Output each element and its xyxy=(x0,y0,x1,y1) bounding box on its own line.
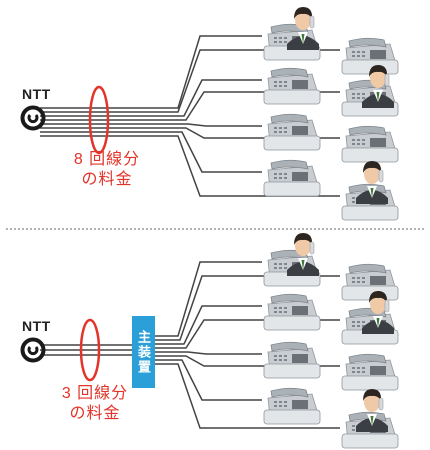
phone-icon xyxy=(263,113,321,151)
cost-label-line1: 3 回線分 xyxy=(61,385,129,402)
phone-icon xyxy=(263,341,321,379)
cost-label: 8 回線分 の料金 xyxy=(52,150,162,190)
ntt-label: NTT xyxy=(22,318,51,334)
phone-icon xyxy=(341,37,399,75)
ntt-label: NTT xyxy=(22,86,51,102)
bottom-extension-lines xyxy=(155,261,340,429)
phone-icon xyxy=(341,353,399,391)
phone-icon xyxy=(263,387,321,425)
bottom-phones xyxy=(263,232,399,449)
person-on-phone-icon xyxy=(355,160,389,205)
pbx-main-unit-box: 主装置 xyxy=(132,316,155,388)
top-panel xyxy=(20,6,399,221)
bottom-trunk-lines xyxy=(40,344,132,356)
cost-label-line2: の料金 xyxy=(81,171,133,188)
line-bundle-ellipse xyxy=(88,85,110,155)
cost-label-line1: 8 回線分 xyxy=(73,151,141,168)
top-phones xyxy=(263,6,399,221)
phone-icon xyxy=(341,125,399,163)
line-bundle-ellipse xyxy=(79,318,101,382)
phone-icon xyxy=(263,159,321,197)
bottom-panel xyxy=(20,232,399,449)
cost-label-line2: の料金 xyxy=(69,405,121,422)
phone-icon xyxy=(263,293,321,331)
cost-label: 3 回線分 の料金 xyxy=(40,384,150,424)
ntt-terminal-icon xyxy=(20,105,46,131)
person-on-phone-icon xyxy=(355,388,389,433)
phone-icon xyxy=(341,263,399,301)
phone-icon xyxy=(263,67,321,105)
